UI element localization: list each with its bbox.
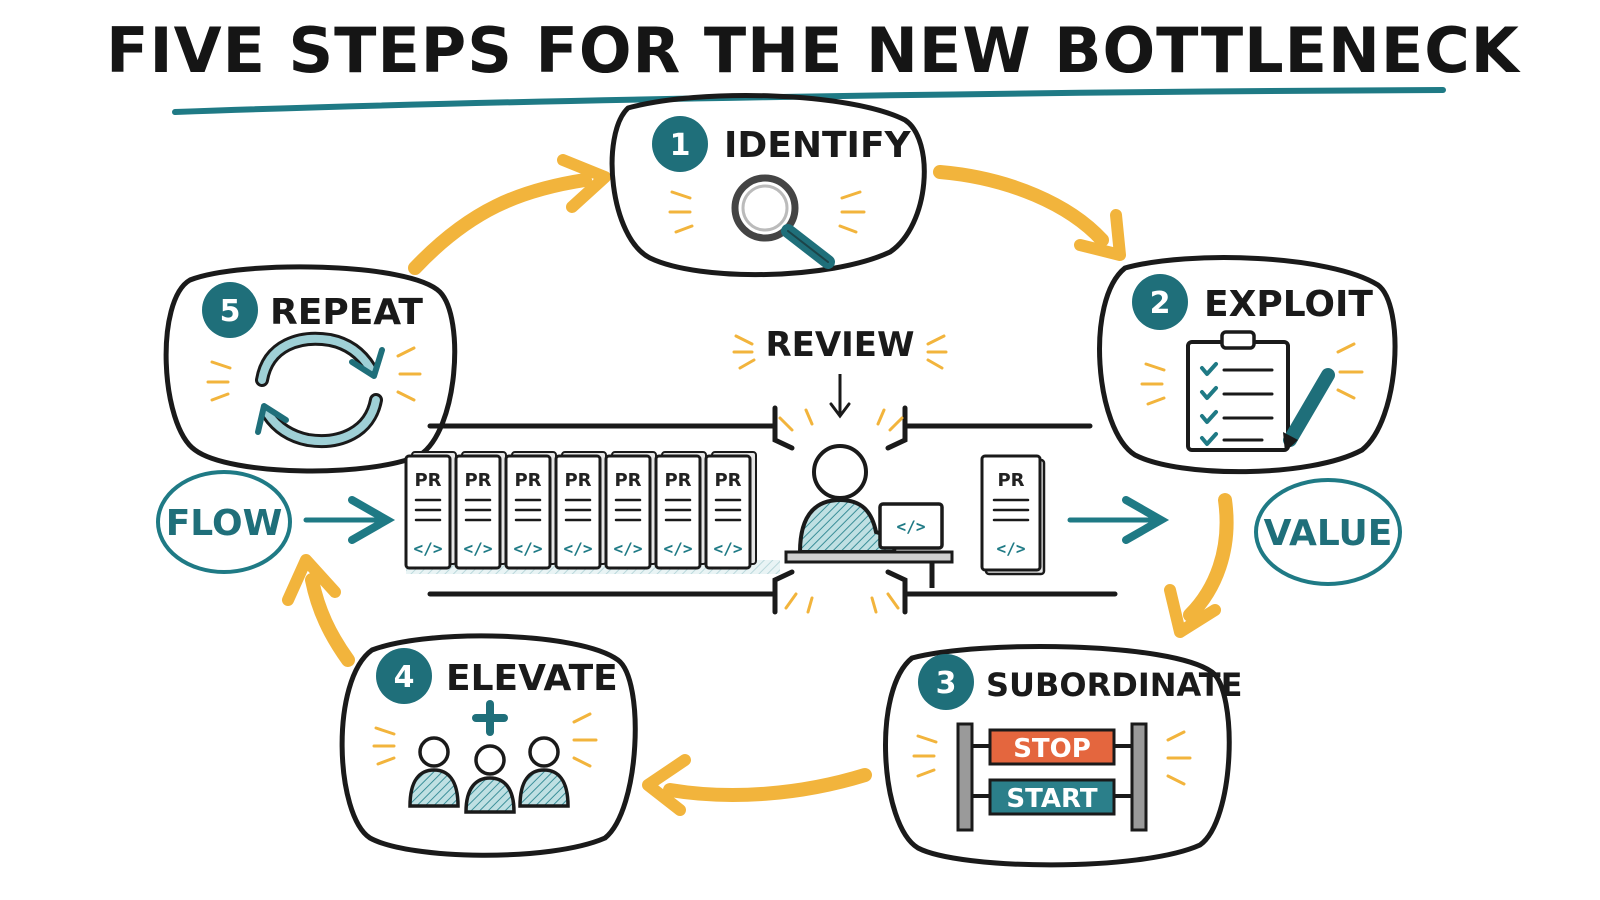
pr-card: PR </> <box>654 451 707 570</box>
pr-card-code: </> <box>997 539 1026 558</box>
pr-card-code: </> <box>714 539 743 558</box>
pr-card-code: </> <box>514 539 543 558</box>
stop-start-sign-icon: STOP START <box>956 722 1148 832</box>
cycle-arrows <box>282 154 1234 816</box>
pr-queue: PR </> PR </> PR </> PR </> PR </> PR </> PR </> <box>404 451 780 574</box>
step-exploit-bubble <box>1097 255 1398 475</box>
title-underline <box>172 87 1446 115</box>
pr-card-label: PR <box>414 470 441 491</box>
reviewer-body <box>797 497 899 554</box>
sparkle-lines <box>372 712 598 768</box>
step-subordinate: 3 SUBORDINATE STOP START <box>883 644 1242 868</box>
arrow-elevate-to-repeat <box>282 554 355 667</box>
reviewed-pr-card: PR </> <box>980 454 1046 576</box>
sparkle-lines <box>1140 342 1364 406</box>
step-number: 1 <box>670 128 691 163</box>
arrow-repeat-to-identify <box>408 154 611 275</box>
pr-card-code: </> <box>564 539 593 558</box>
start-sign-label: START <box>1006 784 1097 814</box>
step-number-badge <box>918 654 974 710</box>
plus-icon <box>472 700 508 736</box>
step-label: IDENTIFY <box>724 125 912 166</box>
laptop-icon: </> <box>868 502 948 554</box>
step-repeat: 5 REPEAT <box>163 264 458 474</box>
pr-card: PR </> <box>554 451 607 570</box>
pr-card-code: </> <box>664 539 693 558</box>
pr-card-code: </> <box>464 539 493 558</box>
pipeline-walls <box>427 405 1118 615</box>
pr-card: PR </> <box>504 451 557 570</box>
clipboard-checklist-icon <box>1186 330 1335 452</box>
value-label: VALUE <box>1264 513 1393 554</box>
step-label: ELEVATE <box>446 658 618 699</box>
flow-oval: FLOW <box>156 470 292 574</box>
pr-card: PR </> <box>404 451 457 570</box>
step-number-badge <box>1132 274 1188 330</box>
diagram-title: FIVE STEPS FOR THE NEW BOTTLENECK <box>106 14 1521 87</box>
pr-card-label: PR <box>664 470 691 491</box>
step-number-badge <box>202 282 258 338</box>
step-number-badge <box>652 116 708 172</box>
step-identify: 1 IDENTIFY <box>609 93 927 278</box>
pr-card-code: </> <box>414 539 443 558</box>
pr-card-label: PR <box>564 470 591 491</box>
pr-card-label: PR <box>614 470 641 491</box>
review-label: REVIEW <box>765 325 914 365</box>
sparkle-lines <box>912 730 1192 786</box>
step-number-badge <box>376 648 432 704</box>
step-number: 2 <box>1150 286 1171 321</box>
laptop-code-symbol: </> <box>897 517 926 536</box>
value-oval: VALUE <box>1254 478 1402 586</box>
arrow-exploit-to-subordinate <box>1164 493 1234 638</box>
step-elevate-bubble <box>339 633 638 858</box>
step-number: 5 <box>220 294 241 329</box>
pr-card: PR </> <box>704 451 757 570</box>
add-people-icon <box>408 700 570 814</box>
step-label: REPEAT <box>270 292 423 333</box>
sparkle-lines <box>668 190 866 234</box>
arrow-subordinate-to-elevate <box>642 754 872 816</box>
step-identify-bubble <box>609 93 927 278</box>
pen-icon <box>1283 368 1335 452</box>
pr-card-label: PR <box>714 470 741 491</box>
step-exploit: 2 EXPLOIT <box>1097 255 1398 475</box>
magnifier-icon <box>731 174 835 269</box>
pr-card-label: PR <box>997 470 1024 491</box>
cycle-arrows-icon <box>255 331 385 448</box>
step-label: SUBORDINATE <box>986 666 1242 704</box>
reviewer-at-desk: </> <box>784 444 954 588</box>
pr-card: PR </> <box>604 451 657 570</box>
step-subordinate-bubble <box>883 644 1232 868</box>
reviewer-head <box>812 444 868 500</box>
step-number: 4 <box>394 660 415 695</box>
review-callout: REVIEW <box>732 325 948 614</box>
pr-card-label: PR <box>514 470 541 491</box>
sparkle-lines <box>206 346 422 402</box>
arrow-identify-to-exploit <box>933 165 1126 261</box>
pr-card-code: </> <box>614 539 643 558</box>
stop-sign-label: STOP <box>1013 734 1091 764</box>
step-label: EXPLOIT <box>1204 284 1373 325</box>
step-number: 3 <box>936 666 957 701</box>
pr-card: PR </> <box>454 451 507 570</box>
flow-label: FLOW <box>166 503 283 544</box>
pr-card-label: PR <box>464 470 491 491</box>
step-elevate: 4 ELEVATE <box>339 633 638 858</box>
